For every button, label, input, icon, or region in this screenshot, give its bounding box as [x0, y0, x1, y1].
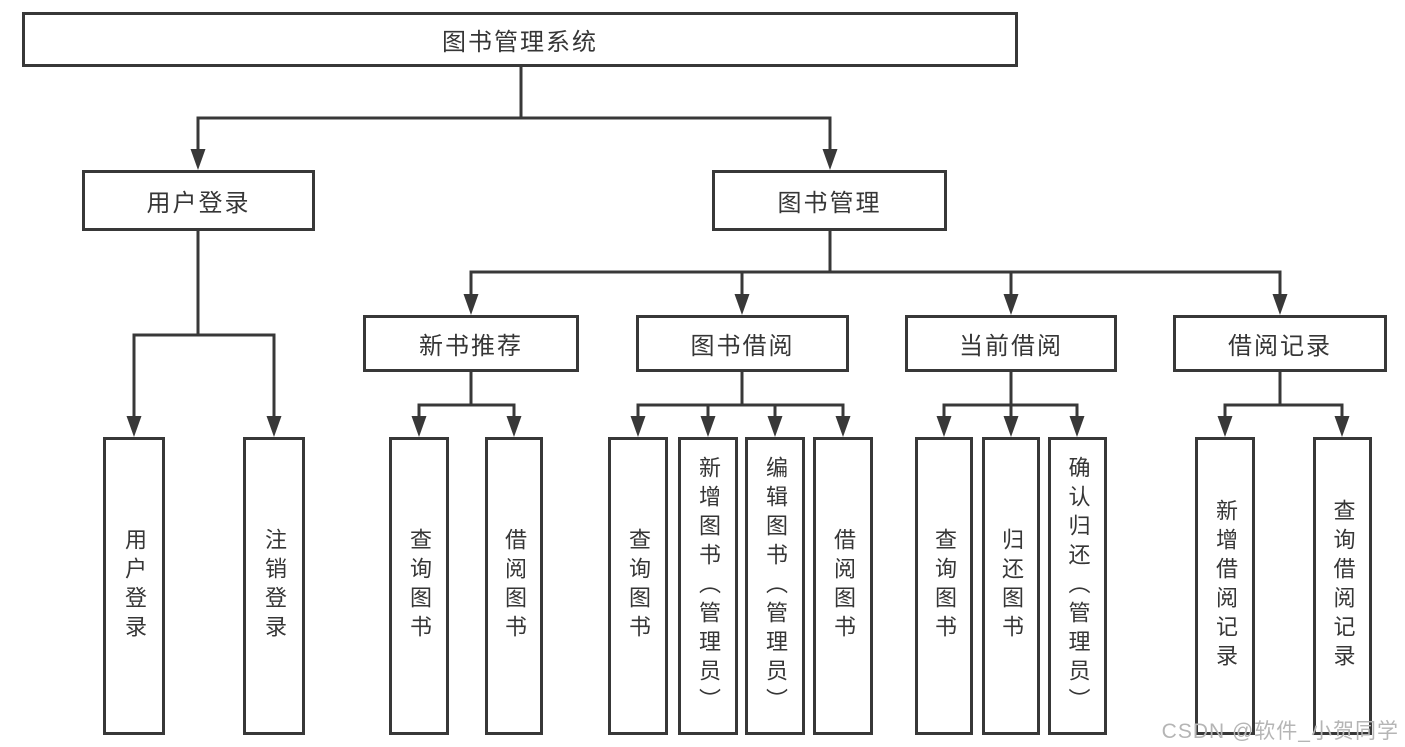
leaf-add-book-admin: 新增图书（管理员） [678, 437, 738, 735]
node-label: 用户登录 [146, 190, 251, 217]
node-label: 查询图书 [626, 528, 651, 644]
node-label: 查询图书 [932, 528, 957, 644]
node-label: 图书管理系统 [442, 29, 598, 56]
leaf-return-books: 归还图书 [982, 437, 1040, 735]
edges-new-book-recommend [411, 370, 522, 437]
leaf-query-books-current: 查询图书 [915, 437, 973, 735]
edges-user-login [126, 230, 282, 437]
leaf-query-borrow-record: 查询借阅记录 [1313, 437, 1372, 735]
node-root: 图书管理系统 [22, 12, 1018, 67]
node-book-management: 图书管理 [712, 170, 947, 231]
node-label: 当前借阅 [959, 333, 1063, 360]
leaf-borrow-books: 借阅图书 [813, 437, 873, 735]
node-label: 编辑图书（管理员） [763, 455, 788, 717]
leaf-add-borrow-record: 新增借阅记录 [1195, 437, 1255, 735]
leaf-borrow-books-recommend: 借阅图书 [485, 437, 543, 735]
csdn-watermark: CSDN @软件_小贺同学 [1161, 720, 1399, 743]
node-label: 新增借阅记录 [1213, 499, 1238, 673]
node-new-book-recommend: 新书推荐 [363, 315, 579, 372]
node-label: 借阅图书 [502, 528, 527, 644]
node-current-borrowing: 当前借阅 [905, 315, 1117, 372]
edges-current-borrowing [936, 370, 1085, 437]
leaf-user-login: 用户登录 [103, 437, 165, 735]
node-book-borrowing: 图书借阅 [636, 315, 849, 372]
node-label: 注销登录 [262, 528, 287, 644]
edges-borrowing-records [1217, 370, 1350, 437]
leaf-query-books-recommend: 查询图书 [389, 437, 449, 735]
node-label: 归还图书 [999, 528, 1024, 644]
node-borrowing-records: 借阅记录 [1173, 315, 1387, 372]
leaf-logout: 注销登录 [243, 437, 305, 735]
node-label: 新书推荐 [419, 333, 523, 360]
node-user-login: 用户登录 [82, 170, 315, 231]
node-label: 用户登录 [122, 528, 147, 644]
node-label: 借阅记录 [1228, 333, 1332, 360]
edges-book-borrowing [630, 370, 851, 437]
leaf-query-books-borrowing: 查询图书 [608, 437, 668, 735]
node-label: 图书管理 [777, 190, 882, 217]
edges-root [190, 66, 838, 170]
node-label: 确认归还（管理员） [1065, 455, 1091, 717]
edges-book-management [463, 230, 1288, 315]
node-label: 借阅图书 [831, 528, 856, 644]
leaf-edit-book-admin: 编辑图书（管理员） [745, 437, 805, 735]
node-label: 图书借阅 [690, 333, 795, 360]
node-label: 查询借阅记录 [1330, 499, 1356, 673]
leaf-confirm-return-admin: 确认归还（管理员） [1048, 437, 1107, 735]
node-label: 查询图书 [407, 528, 432, 644]
node-label: 新增图书（管理员） [696, 455, 721, 717]
